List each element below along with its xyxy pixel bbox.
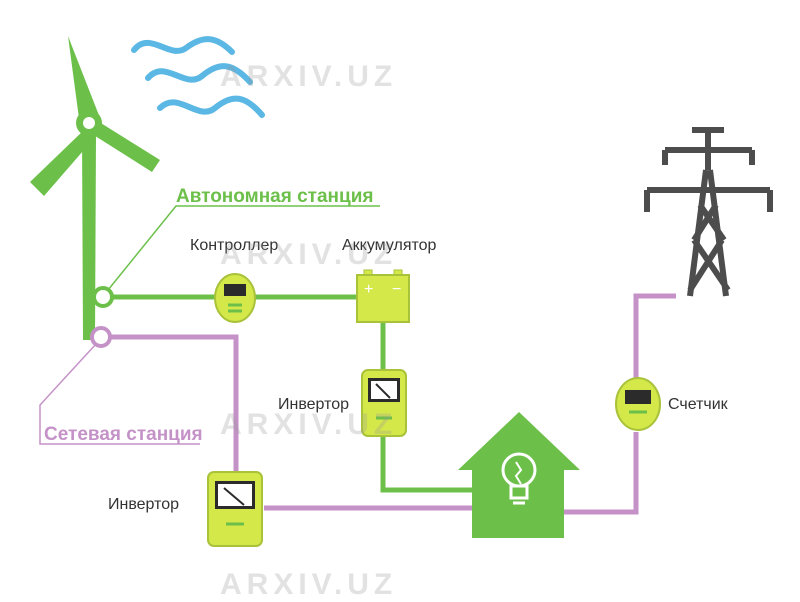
grid-wiring [108, 293, 676, 515]
watermark: ARXIV.UZ [220, 60, 398, 93]
autonomous-wiring [108, 294, 478, 493]
grid-connection-node [90, 326, 112, 348]
power-tower-icon [644, 127, 773, 297]
battery-minus-sign: − [392, 281, 402, 298]
watermark: ARXIV.UZ [220, 238, 398, 271]
controller-label: Контроллер [190, 237, 279, 254]
wind-turbine-icon [30, 36, 160, 340]
grid-station-title: Сетевая станция [44, 424, 203, 445]
controller-icon [214, 273, 256, 323]
battery-plus-sign: + [364, 281, 374, 298]
inverter-top-icon [361, 369, 407, 437]
title-leaders [39, 205, 380, 445]
inverter-top-label: Инвертор [278, 396, 350, 413]
house-lightbulb-icon [458, 412, 580, 538]
inverter-bottom-label: Инвертор [108, 496, 180, 513]
wind-waves-icon [131, 36, 265, 118]
autonomous-connection-node [92, 286, 114, 308]
inverter-bottom-icon [207, 471, 263, 547]
meter-label: Счетчик [668, 396, 728, 413]
meter-icon [615, 377, 661, 431]
watermark: ARXIV.UZ [220, 408, 398, 441]
battery-icon [356, 269, 410, 323]
autonomous-station-title: Автономная станция [176, 186, 374, 207]
watermark: ARXIV.UZ [220, 568, 398, 601]
battery-label: Аккумулятор [342, 237, 437, 254]
